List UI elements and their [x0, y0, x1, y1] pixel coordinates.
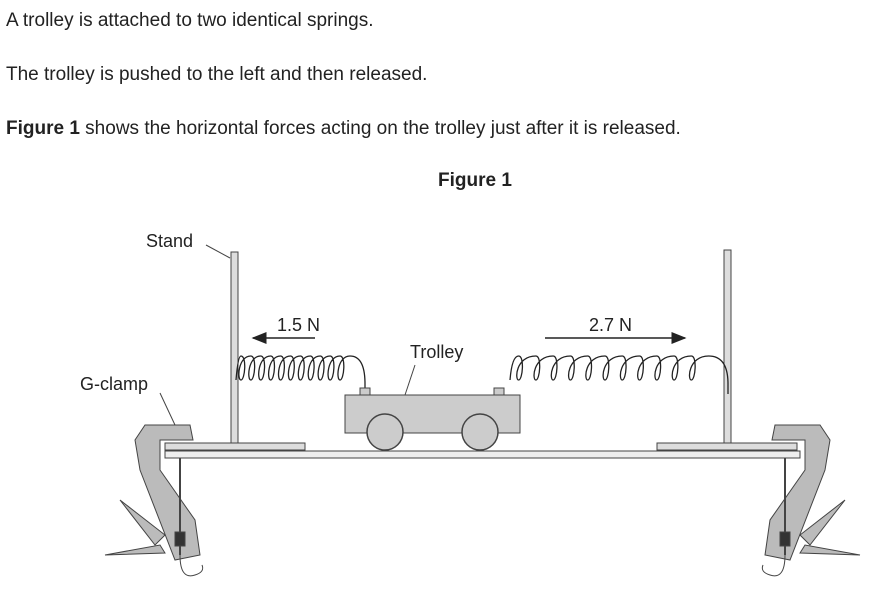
left-stand: [230, 251, 239, 444]
right-stand: [723, 249, 732, 444]
right-force-label: 2.7 N: [589, 315, 632, 335]
figure-title: Figure 1: [438, 170, 512, 191]
left-base-plate: [164, 442, 306, 451]
instruction-text: The trolley is pushed to the left and th…: [6, 64, 428, 85]
g-clamp-leader: [159, 392, 176, 426]
trolley: [344, 387, 521, 451]
right-g-clamp: [761, 424, 861, 577]
intro-text: A trolley is attached to two identical s…: [6, 10, 374, 31]
left-force-label: 1.5 N: [277, 315, 320, 335]
g-clamp-label: G-clamp: [80, 374, 148, 394]
right-base-plate: [656, 442, 798, 451]
left-g-clamp: [104, 424, 204, 577]
left-wheel: [366, 413, 404, 451]
trolley-leader: [404, 364, 416, 396]
right-wheel: [461, 413, 499, 451]
bench: [164, 450, 801, 459]
figure-description-rest: shows the horizontal forces acting on th…: [79, 118, 681, 139]
left-spring: [235, 355, 366, 394]
stand-leader: [205, 244, 231, 259]
stand-label: Stand: [146, 231, 193, 251]
figure-description: Figure 1 shows the horizontal forces act…: [6, 118, 681, 140]
trolley-label: Trolley: [410, 342, 463, 362]
figure-ref: Figure 1: [6, 118, 80, 139]
right-spring: [509, 355, 729, 394]
